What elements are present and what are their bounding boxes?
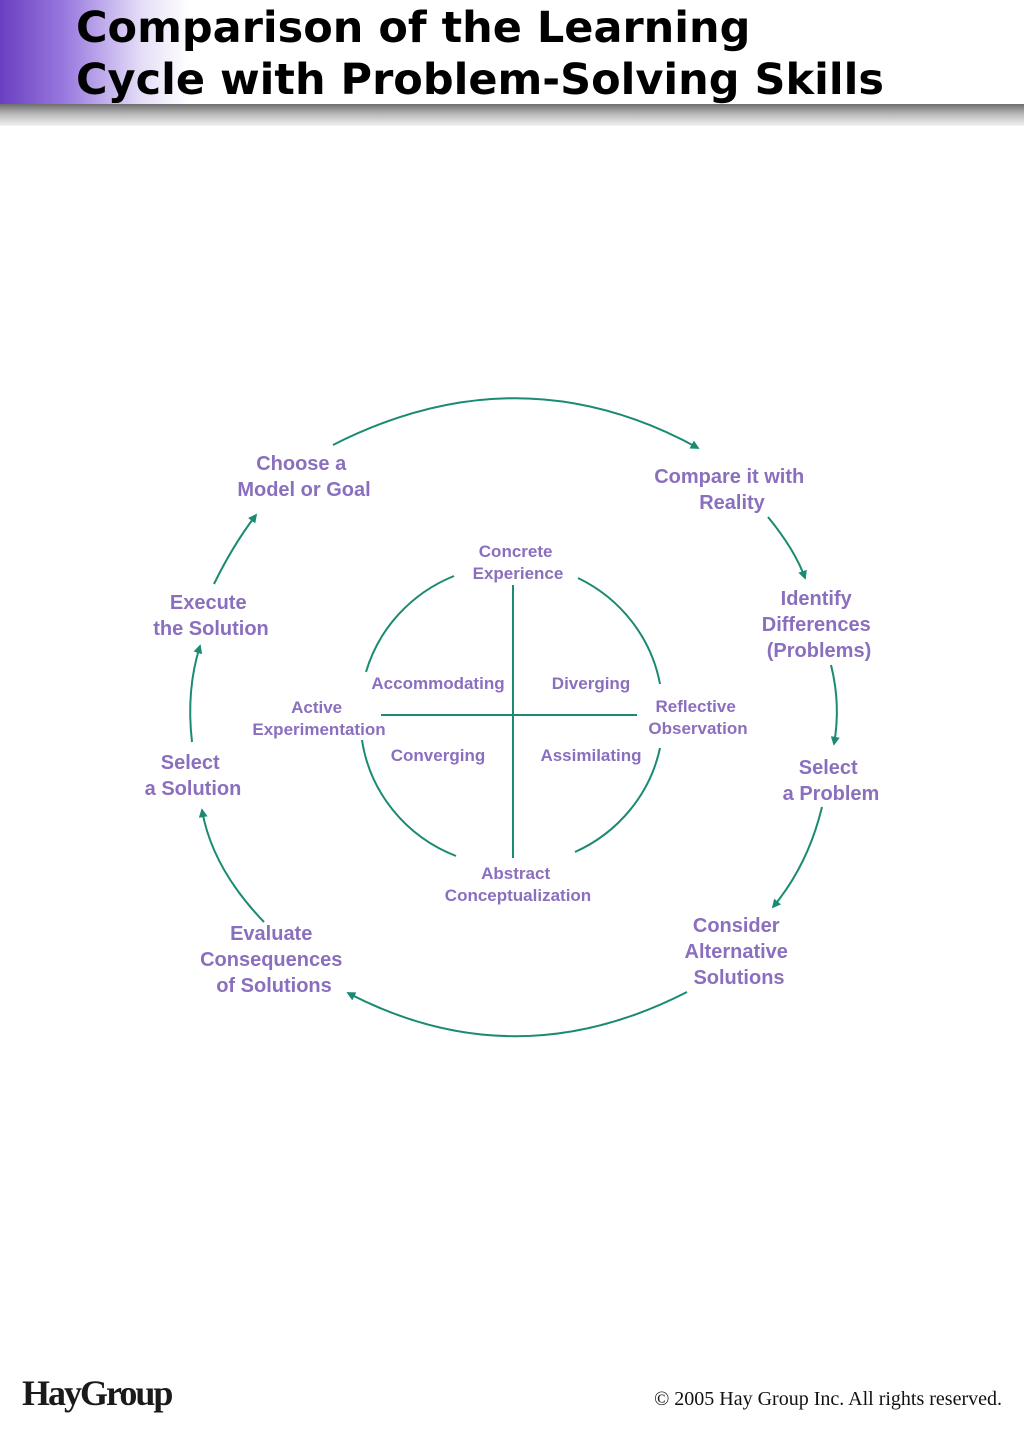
arrow-evaluate-to-select-solution: [198, 808, 265, 923]
arrow-select-problem-to-consider: [771, 806, 823, 909]
arrow-consider-to-evaluate: [346, 991, 688, 1038]
arrow-execute-to-choose-goal: [213, 513, 258, 585]
arrow-goal-to-compare: [332, 397, 700, 449]
label-select-problem: Select a Problem: [783, 757, 880, 805]
outer-cycle-arrows: [189, 397, 840, 1038]
label-consider-alternatives: Consider Alternative Solutions: [685, 915, 794, 989]
title-line-1: Comparison of the Learning: [76, 3, 751, 53]
inner-arc-top-left: [365, 575, 455, 673]
quadrant-diverging: Diverging: [552, 674, 630, 693]
inner-arc-bottom-left: [361, 739, 457, 857]
outer-cycle-labels: Choose a Model or Goal Compare it with R…: [145, 453, 880, 997]
label-identify-differences: Identify Differences (Problems): [762, 588, 877, 662]
label-compare-reality: Compare it with Reality: [654, 466, 810, 514]
header-divider-bar: [0, 104, 1024, 126]
header-accent-gradient: [0, 0, 190, 105]
inner-learning-circle: [361, 575, 661, 858]
slide-header: Comparison of the Learning Cycle with Pr…: [0, 0, 1024, 126]
label-abstract-conceptualization: Abstract Conceptualization: [445, 864, 591, 905]
copyright-notice: © 2005 Hay Group Inc. All rights reserve…: [654, 1388, 1002, 1410]
arrow-select-solution-to-execute: [189, 644, 203, 743]
label-choose-goal: Choose a Model or Goal: [237, 453, 370, 501]
label-select-solution: Select a Solution: [145, 752, 242, 800]
arrow-compare-to-identify: [767, 516, 807, 580]
slide-title: Comparison of the Learning Cycle with Pr…: [76, 2, 1016, 106]
inner-cycle-labels: Concrete Experience Reflective Observati…: [252, 542, 747, 905]
quadrant-assimilating: Assimilating: [540, 746, 641, 765]
inner-arc-top-right: [577, 577, 661, 685]
label-concrete-experience: Concrete Experience: [473, 542, 564, 583]
inner-arc-bottom-right: [574, 747, 661, 853]
quadrant-accommodating: Accommodating: [371, 674, 504, 693]
haygroup-logo: HayGroup: [22, 1373, 173, 1413]
label-execute-solution: Execute the Solution: [153, 592, 269, 640]
label-evaluate-consequences: Evaluate Consequences of Solutions: [200, 923, 348, 997]
label-reflective-observation: Reflective Observation: [648, 697, 747, 738]
title-line-2: Cycle with Problem-Solving Skills: [76, 55, 884, 105]
quadrant-converging: Converging: [391, 746, 485, 765]
label-active-experimentation: Active Experimentation: [252, 698, 385, 739]
arrow-identify-to-select-problem: [830, 664, 840, 746]
